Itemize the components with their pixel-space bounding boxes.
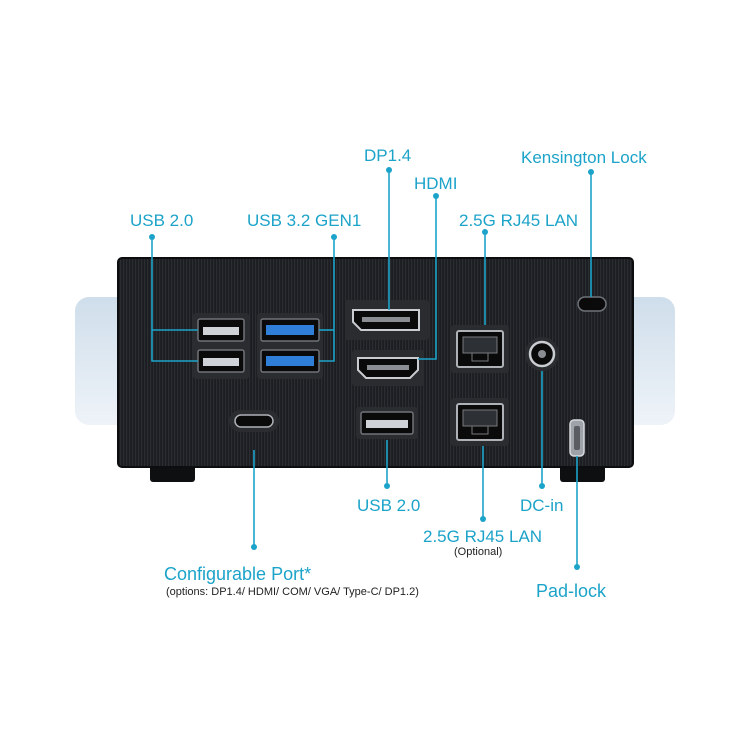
usb2-stack-port xyxy=(193,313,249,379)
typec-port xyxy=(229,410,279,432)
label-lan-top: 2.5G RJ45 LAN xyxy=(459,211,579,230)
callout-hdmi xyxy=(418,196,437,360)
note-configurable-options: (options: DP1.4/ HDMI/ COM/ VGA/ Type-C/… xyxy=(166,586,419,598)
dc-in-jack xyxy=(525,337,559,371)
callout-usb20-top-b xyxy=(151,330,198,362)
label-usb20-bottom: USB 2.0 xyxy=(357,496,421,515)
label-usb32: USB 3.2 GEN1 xyxy=(247,211,362,230)
rj45-bottom-port xyxy=(451,398,509,446)
hdmi-port xyxy=(352,350,424,386)
label-padlock: Pad-lock xyxy=(536,581,607,601)
label-lan-bottom: 2.5G RJ45 LAN xyxy=(423,527,543,546)
label-usb20-top: USB 2.0 xyxy=(130,211,194,230)
note-lan-optional: (Optional) xyxy=(454,546,503,558)
label-configurable-port: Configurable Port* xyxy=(164,564,312,584)
label-dcin: DC-in xyxy=(520,496,564,515)
label-kensington: Kensington Lock xyxy=(521,148,647,167)
padlock-loop xyxy=(569,419,585,457)
displayport-port xyxy=(345,300,429,340)
rj45-top-port xyxy=(451,325,509,373)
callout-usb32 xyxy=(319,237,335,362)
callout-lines xyxy=(151,170,592,567)
usb2-lower-port xyxy=(356,407,418,439)
callout-dots xyxy=(149,167,594,570)
label-hdmi: HDMI xyxy=(414,174,458,193)
label-dp14: DP1.4 xyxy=(364,146,412,165)
usb32-stack-port xyxy=(257,313,323,379)
kensington-slot xyxy=(577,296,607,312)
